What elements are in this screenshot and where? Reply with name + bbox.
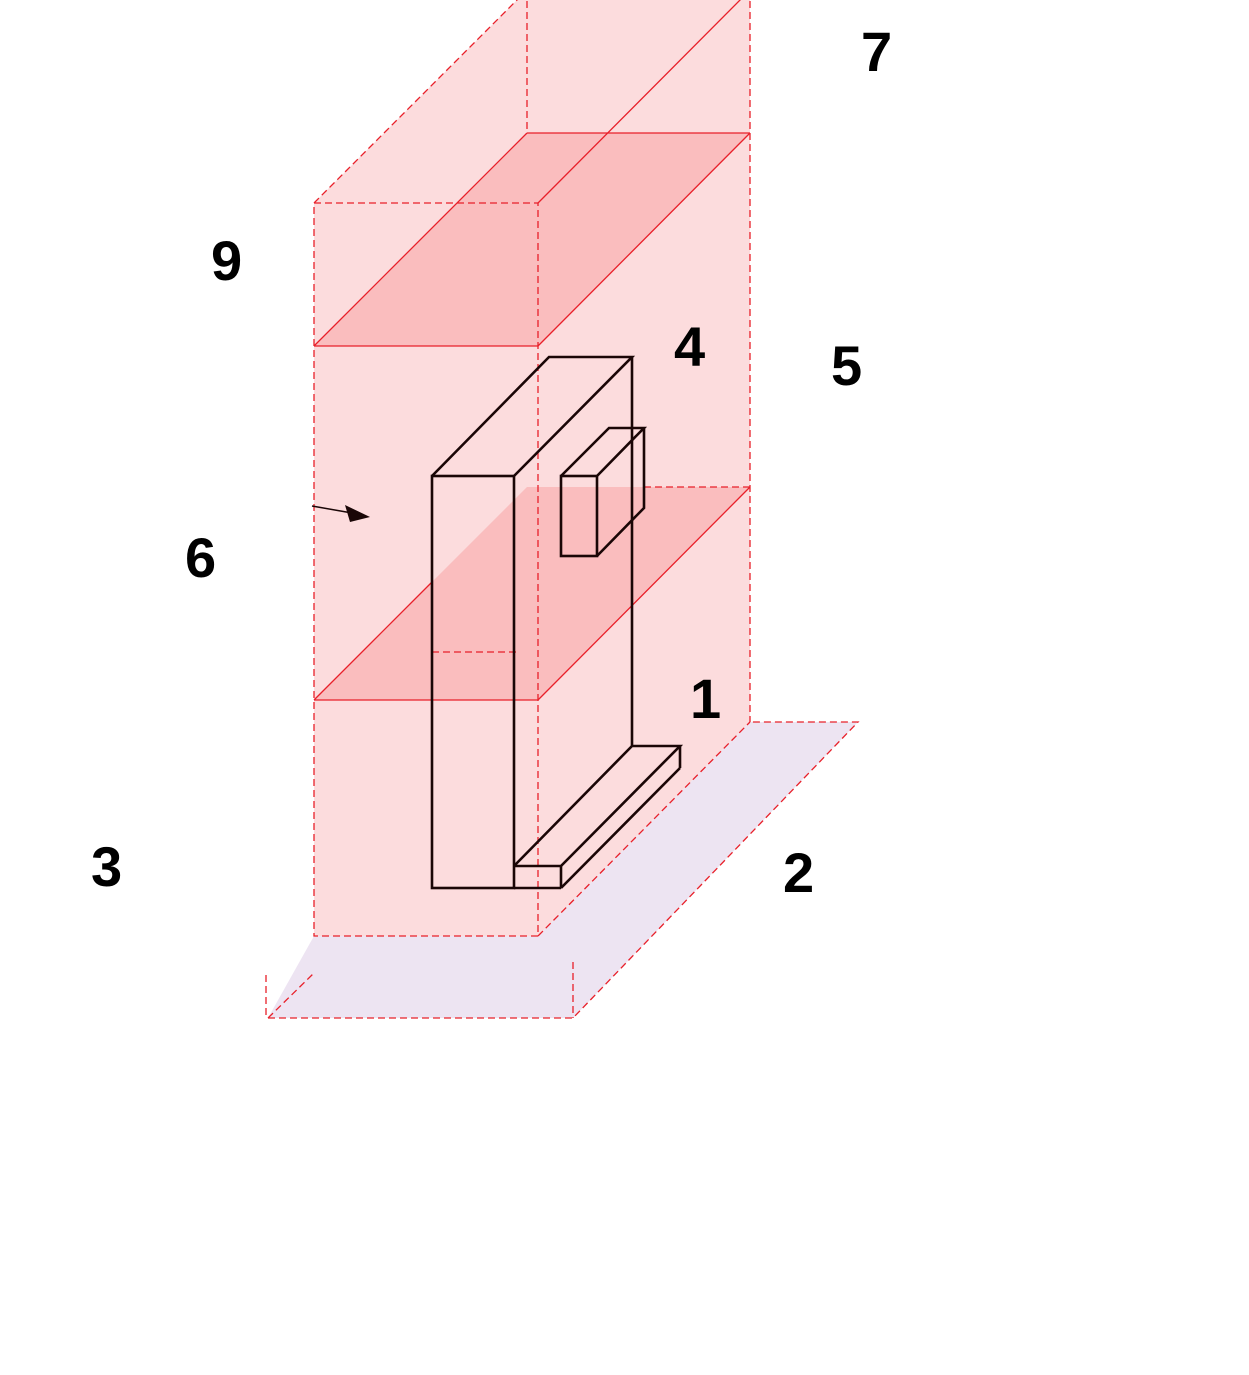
box-edge-bottom-diag [537, 721, 751, 937]
label-6: 6 [185, 526, 216, 589]
slab-front [430, 474, 516, 890]
box-edge-front [313, 202, 539, 937]
foot-side-bottom [560, 767, 681, 889]
label-1: 1 [690, 667, 721, 730]
upper-plane-right-edge [537, 132, 751, 347]
ground-plane-edge [268, 721, 860, 1019]
label-5: 5 [831, 334, 862, 397]
label-9: 9 [211, 229, 242, 292]
lower-plane-right-edge [537, 486, 751, 701]
upper-section-plane [314, 133, 750, 346]
object-wireframe [430, 355, 684, 890]
arrow-head-icon [345, 505, 370, 522]
boss-top [560, 426, 648, 477]
label-7: 7 [861, 20, 892, 83]
label-2: 2 [783, 841, 814, 904]
box-edge-top-mid [537, 0, 741, 204]
box-edge-top-left [313, 0, 518, 204]
lower-plane-left-edge [313, 581, 433, 701]
boss-side [596, 428, 646, 557]
slab-top [431, 355, 636, 477]
ground-plane [268, 722, 858, 1018]
arrow-shaft [311, 505, 353, 514]
label-4: 4 [674, 315, 705, 378]
projection-arrow [311, 505, 370, 522]
label-3: 3 [91, 835, 122, 898]
upper-plane-left-edge [313, 132, 528, 347]
boss-front [559, 474, 599, 558]
lower-section-plane [314, 487, 750, 700]
